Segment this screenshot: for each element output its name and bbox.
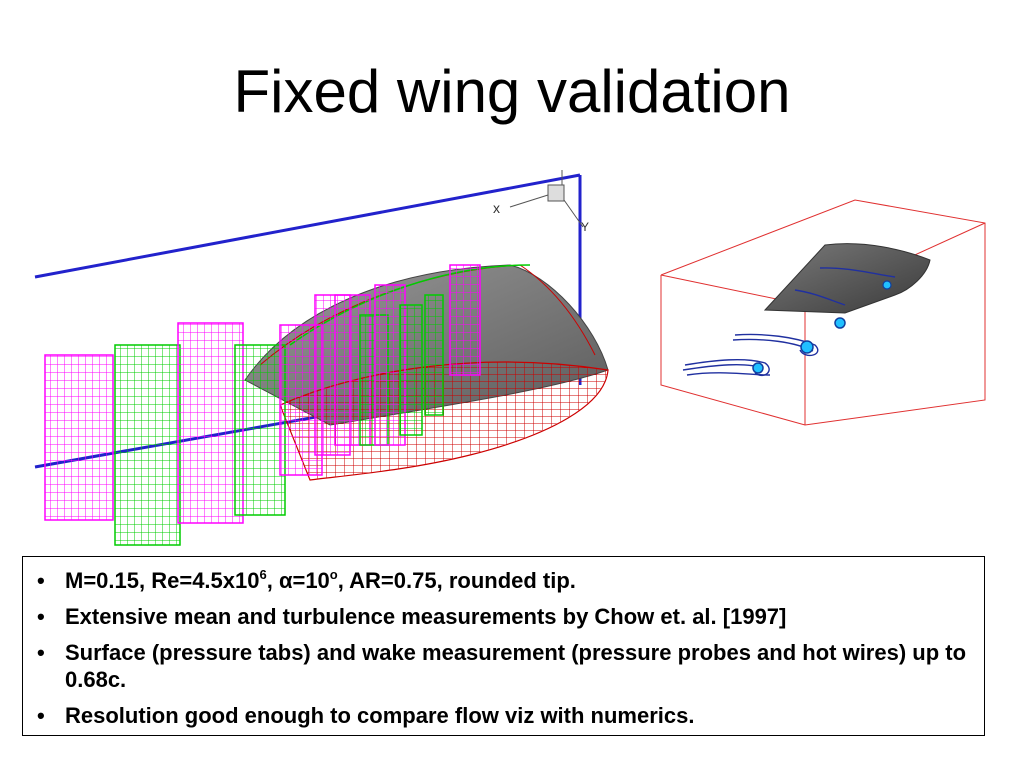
slide-title: Fixed wing validation — [233, 58, 791, 125]
wake-grid-magenta — [449, 264, 481, 376]
domain-line — [34, 173, 581, 279]
bullet-item: Surface (pressure tabs) and wake measure… — [23, 639, 974, 693]
bullet-item: Extensive mean and turbulence measuremen… — [23, 603, 974, 630]
vortex-core — [834, 317, 846, 329]
wing-mesh-figure: x Y — [34, 170, 609, 546]
vortex-core — [752, 362, 764, 374]
wake-grid-green — [424, 294, 444, 416]
bullet-item: M=0.15, Re=4.5x106, α=10o, AR=0.75, roun… — [23, 567, 974, 594]
vortex-core — [800, 340, 814, 354]
bullet-item: Resolution good enough to compare flow v… — [23, 702, 974, 729]
wing-surface — [763, 243, 931, 314]
wake-grid-green — [399, 304, 423, 436]
axis-triad: x Y — [493, 170, 589, 234]
vortex-core — [882, 280, 892, 290]
bullet-list: M=0.15, Re=4.5x106, α=10o, AR=0.75, roun… — [23, 557, 984, 729]
wake-grid-magenta — [44, 354, 114, 521]
bullet-box: M=0.15, Re=4.5x106, α=10o, AR=0.75, roun… — [22, 556, 985, 736]
axis-label-x: x — [493, 200, 500, 216]
tip-vortex-figure — [660, 199, 986, 426]
vortex-streamlines — [682, 267, 896, 377]
wake-grid-magenta — [177, 322, 244, 524]
wake-grid-green — [234, 344, 286, 516]
wake-grid-green — [114, 344, 181, 546]
axis-label-y: Y — [581, 220, 589, 234]
